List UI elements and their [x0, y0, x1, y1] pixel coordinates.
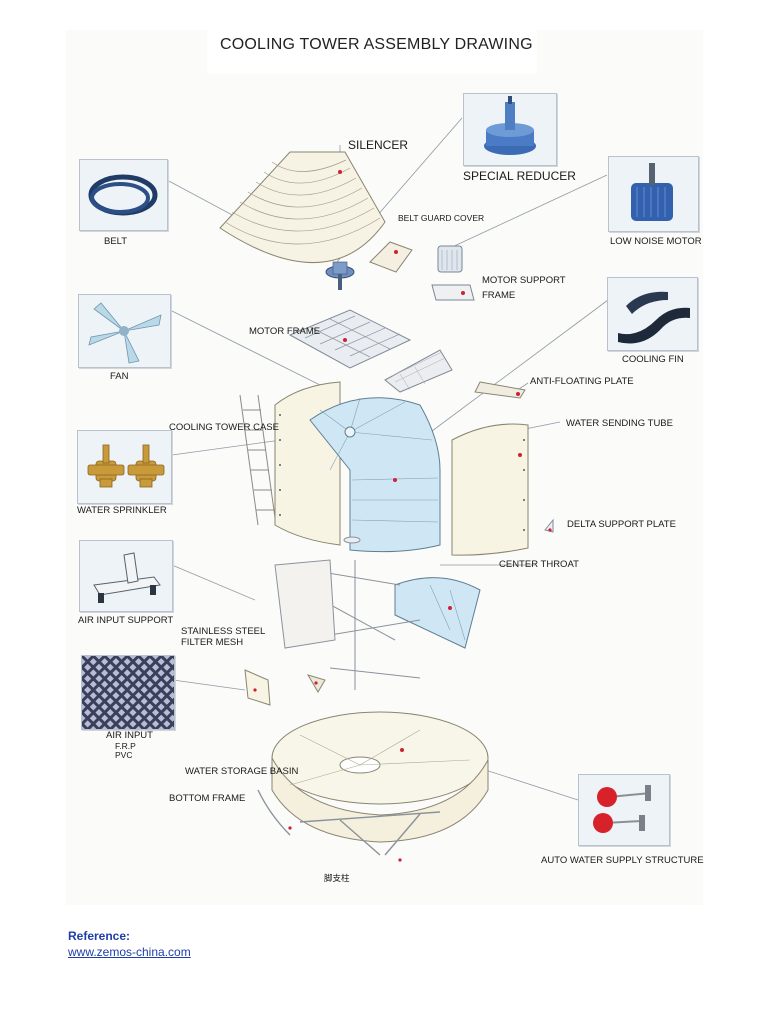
belt-photo	[79, 159, 168, 231]
delta-support-plate-part	[544, 518, 554, 533]
motor-frame-part	[288, 309, 412, 369]
label-belt: BELT	[104, 236, 128, 247]
support-bracket-icon	[80, 541, 172, 611]
motor-icon	[609, 157, 698, 231]
motor-part	[431, 245, 475, 301]
cooling-fin-panel-part	[451, 423, 529, 556]
label-water-sprinkler: WATER SPRINKLER	[77, 505, 167, 516]
label-bottom-frame: BOTTOM FRAME	[169, 793, 246, 804]
title-box	[207, 30, 537, 74]
air-input-support-photo	[79, 540, 173, 612]
label-auto-water-supply: AUTO WATER SUPPLY STRUCTURE	[541, 855, 704, 866]
honeycomb-mesh-icon	[82, 656, 174, 729]
label-silencer: SILENCER	[348, 138, 409, 152]
cooling-fin-photo	[607, 277, 698, 351]
label-motor-support-frame: FRAME	[482, 290, 516, 301]
air-input-photo	[81, 655, 175, 730]
label-low-noise-motor: LOW NOISE MOTOR	[610, 236, 702, 247]
label-motor-support: MOTOR SUPPORT	[482, 275, 566, 286]
label-air-input-support: AIR INPUT SUPPORT	[78, 615, 174, 626]
label-cooling-tower-case: COOLING TOWER CASE	[169, 422, 279, 433]
water-storage-basin-part	[271, 711, 489, 843]
label-water-storage-basin: WATER STORAGE BASIN	[185, 766, 299, 777]
float-valve-icon	[579, 775, 669, 845]
sprinkler-icon	[78, 431, 171, 503]
label-foot-pillar: 脚支柱	[324, 873, 350, 883]
label-center-throat: CENTER THROAT	[499, 559, 579, 570]
special-reducer-photo	[463, 93, 557, 166]
label-pvc: PVC	[115, 750, 133, 760]
label-delta-support-plate: DELTA SUPPORT PLATE	[567, 519, 676, 530]
fan-icon	[79, 295, 170, 367]
cooling-fin-icon	[608, 278, 697, 350]
ladder-part	[239, 394, 277, 526]
label-motor-frame: MOTOR FRAME	[249, 326, 321, 337]
anti-floating-plate-part	[384, 349, 526, 399]
reference-label: Reference:	[68, 929, 131, 943]
fan-photo	[78, 294, 171, 368]
label-frp: F.R.P	[115, 741, 136, 751]
fan-blade-part	[309, 397, 441, 553]
label-special-reducer: SPECIAL REDUCER	[463, 169, 576, 183]
low-noise-motor-photo	[608, 156, 699, 232]
water-sprinkler-photo	[77, 430, 172, 504]
tower-case-part	[274, 381, 341, 546]
label-air-input: AIR INPUT	[106, 730, 153, 741]
label-anti-floating-plate: ANTI-FLOATING PLATE	[530, 376, 634, 387]
label-water-sending-tube: WATER SENDING TUBE	[566, 418, 673, 429]
filter-mesh-part	[244, 669, 326, 706]
label-fan: FAN	[110, 371, 129, 382]
internal-frame-part	[274, 536, 421, 690]
diagram-title: COOLING TOWER ASSEMBLY DRAWING	[220, 36, 533, 53]
label-belt-guard-cover: BELT GUARD COVER	[398, 213, 485, 223]
silencer-part	[219, 151, 386, 264]
auto-water-supply-photo	[578, 774, 670, 846]
belt-icon	[80, 160, 167, 230]
reducer-icon	[464, 94, 556, 165]
belt-guard-cover-part	[369, 241, 413, 273]
label-stainless-steel: STAINLESS STEEL	[181, 626, 266, 637]
center-throat-part	[394, 577, 481, 649]
label-filter-mesh: FILTER MESH	[181, 637, 244, 648]
label-cooling-fin: COOLING FIN	[622, 354, 684, 365]
reducer-part	[325, 261, 355, 290]
reference-link[interactable]: www.zemos-china.com	[68, 945, 191, 959]
bottom-frame-part	[257, 789, 441, 862]
